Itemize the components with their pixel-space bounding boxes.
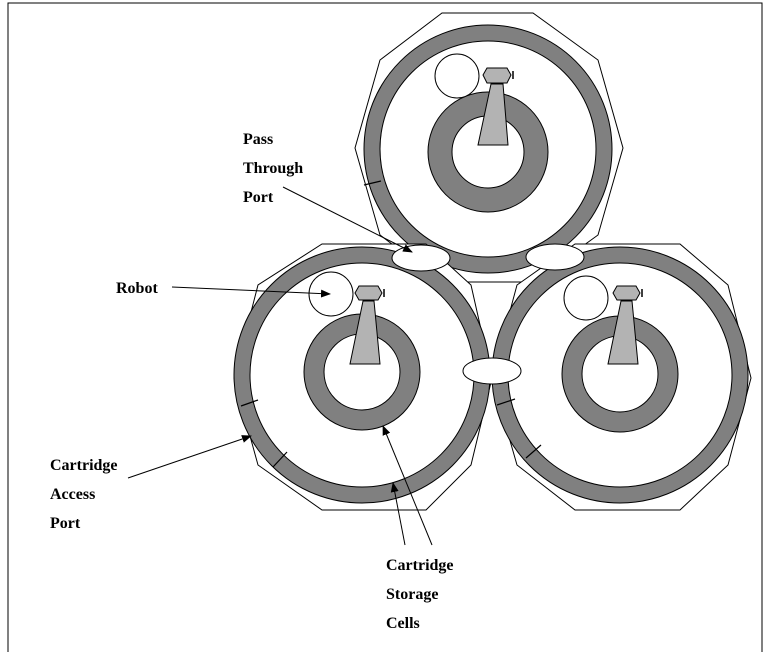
robot-arrow [171, 286, 331, 298]
cartridge-storage-cells-arrow-1 [390, 482, 406, 546]
label-pass-through-port: Pass Through Port [243, 131, 307, 206]
silo-right-robot-gripper-circle [563, 275, 609, 321]
silo-top [354, 12, 624, 283]
silo-left-access-port-divider-2 [272, 451, 288, 468]
label-cartridge-access-port: Cartridge Access Port [50, 457, 122, 532]
silo-left [233, 243, 493, 511]
silo-left-access-port-divider-1 [240, 399, 259, 407]
pass-through-port-top-right [525, 243, 585, 271]
silo-top-robot-head [482, 67, 512, 84]
frame-border [7, 2, 763, 652]
silo-top-robot-gripper-circle [434, 53, 480, 99]
silo-right-robot-arm [607, 300, 639, 365]
silo-right-robot-head [612, 285, 641, 301]
cartridge-access-port-arrow [127, 435, 252, 479]
silo-right [491, 243, 752, 511]
pass-through-port-bottom [462, 357, 522, 385]
silo-left-robot-head [354, 285, 383, 301]
cartridge-storage-cells-arrow-2 [382, 425, 433, 546]
silo-left-robot-gripper-circle [308, 271, 354, 317]
silo-right-access-port-divider-1 [496, 398, 516, 406]
label-robot: Robot [116, 280, 158, 297]
pass-through-port-top-left [391, 244, 451, 272]
silo-right-access-port-divider-2 [525, 444, 542, 459]
silo-top-access-port-divider [363, 180, 382, 186]
silo-top-robot-arm [477, 83, 509, 146]
silo-left-robot-arm [349, 300, 381, 365]
label-cartridge-storage-cells: Cartridge Storage Cells [386, 557, 458, 632]
pass-through-port-arrow [282, 186, 413, 253]
